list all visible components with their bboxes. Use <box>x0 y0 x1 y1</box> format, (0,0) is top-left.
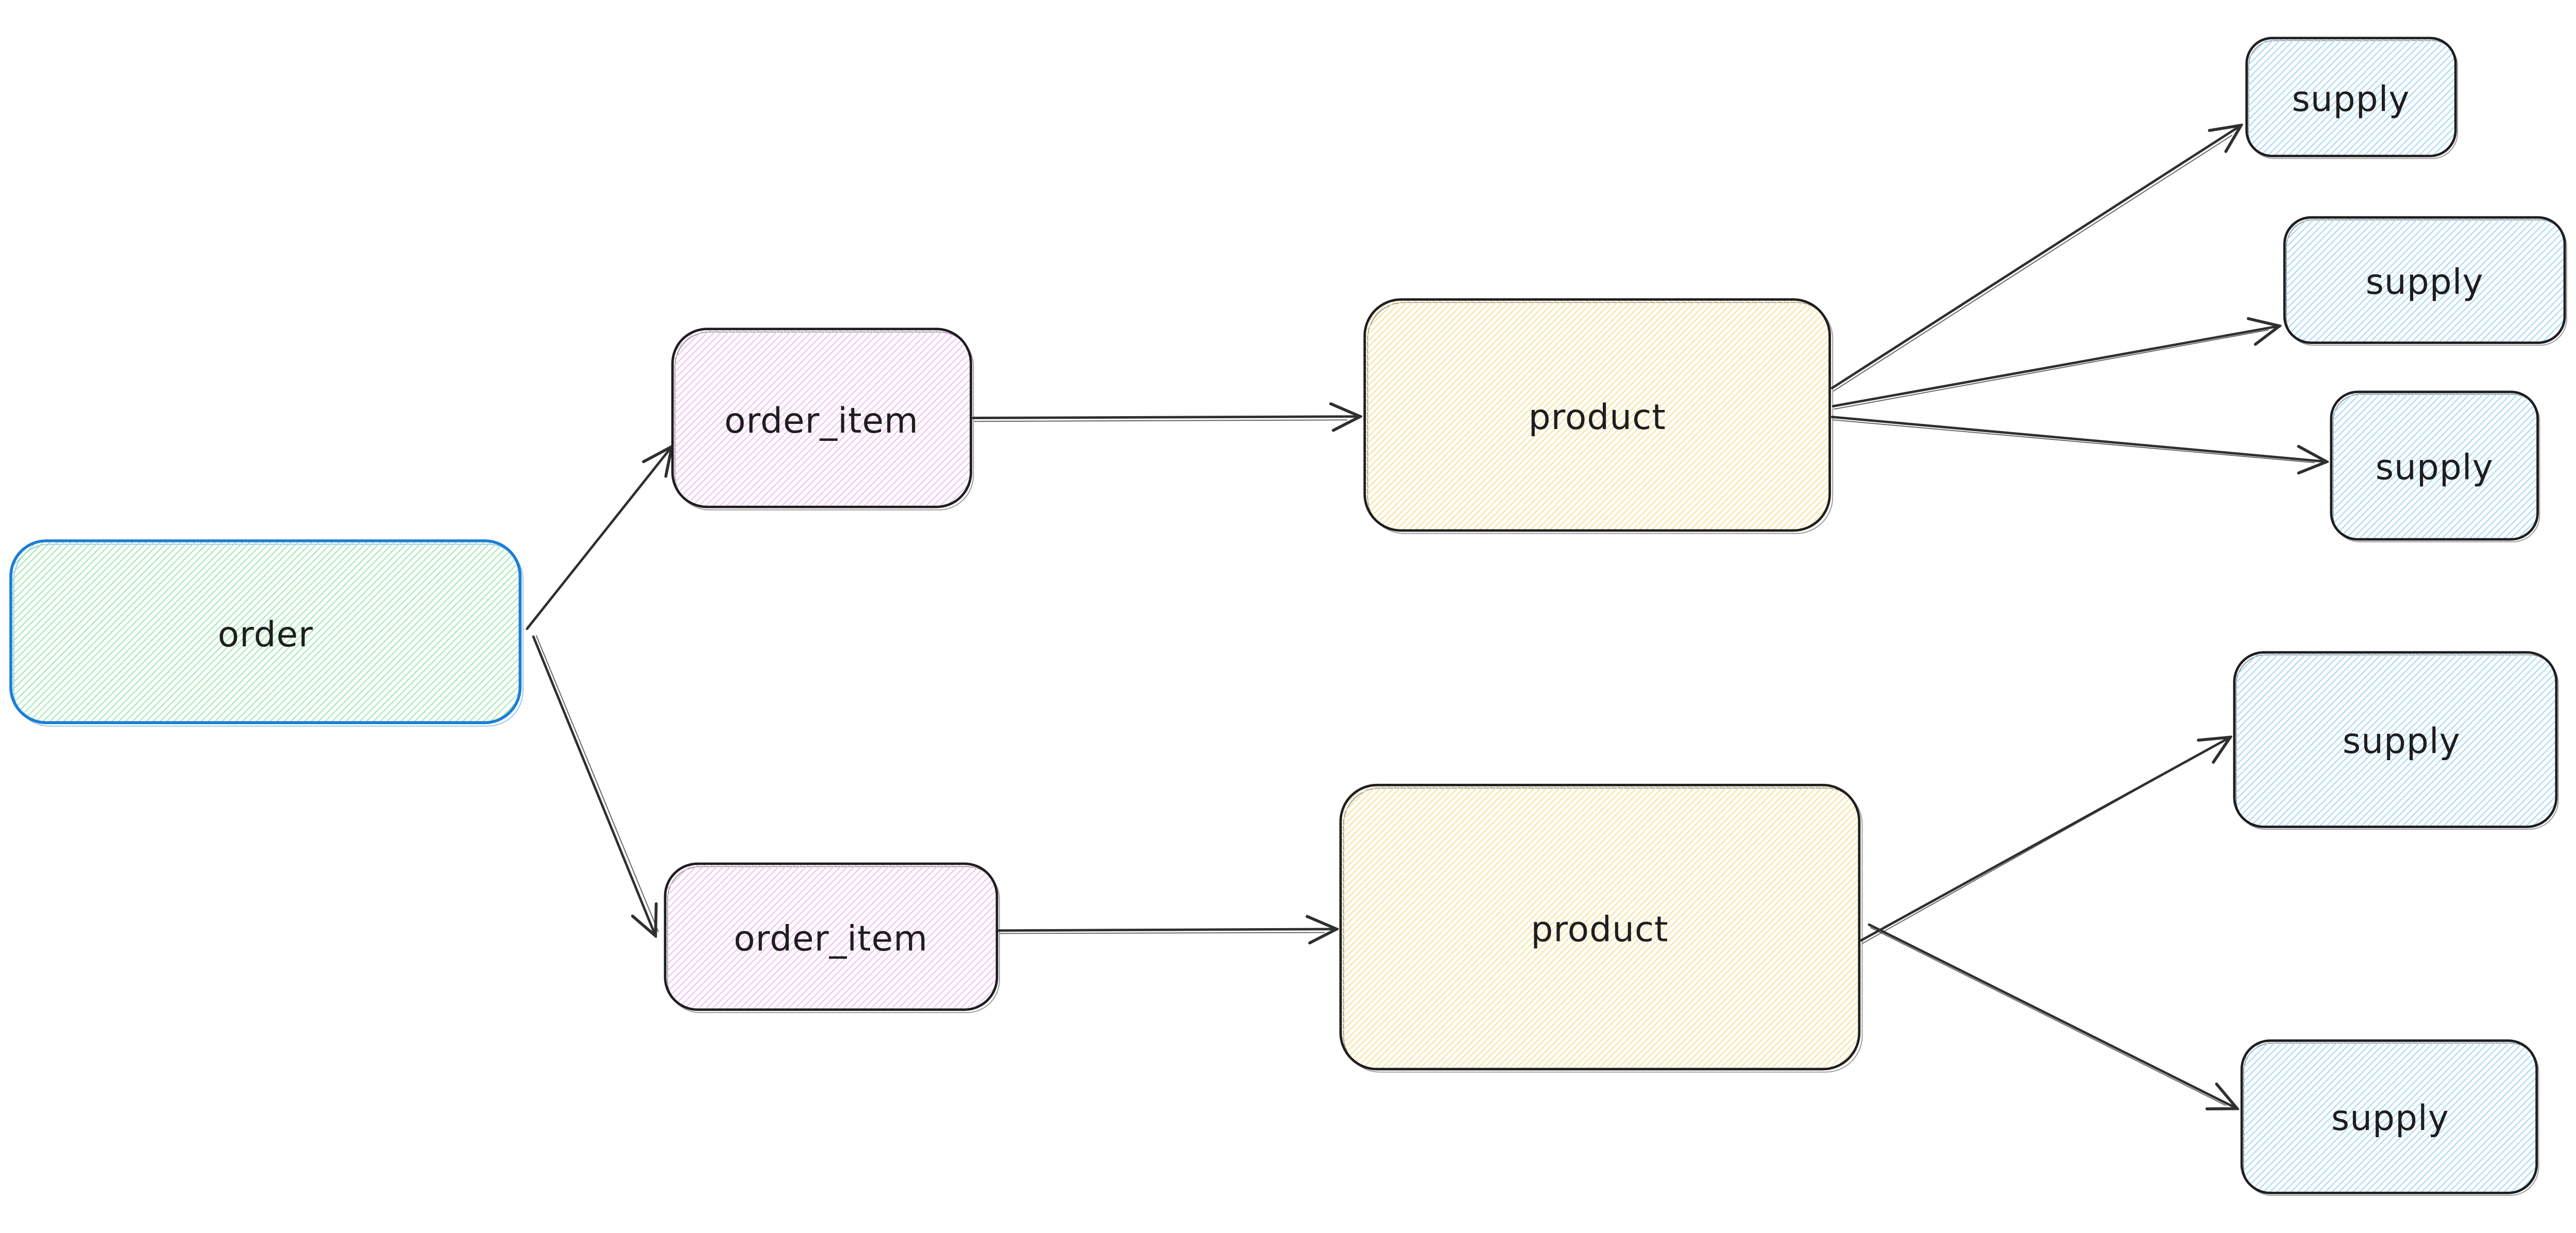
node-supply-2-label: supply <box>2366 262 2484 302</box>
node-order[interactable]: order <box>9 539 524 727</box>
edge-echo-line <box>999 932 1325 934</box>
node-supply-5[interactable]: supply <box>2240 1039 2539 1196</box>
node-supply-5-label: supply <box>2331 1098 2449 1138</box>
node-supply-2-shape <box>2283 216 2566 344</box>
node-product-1-shape <box>1363 298 1831 532</box>
node-product-1[interactable]: product <box>1363 298 1834 534</box>
node-order-item-2-label: order_item <box>734 918 928 958</box>
node-supply-1-shape <box>2245 37 2457 158</box>
node-order-item-1-label: order_item <box>724 400 919 441</box>
edge-product-1-to-supply-2[interactable] <box>1832 326 2279 410</box>
edge-line <box>997 929 1336 931</box>
node-order-item-1-shape <box>671 328 972 508</box>
edge-line <box>526 447 672 630</box>
edge-echo-line <box>1834 329 2269 410</box>
node-order-label: order <box>218 614 313 655</box>
edge-echo-line <box>1833 134 2233 391</box>
edge-line <box>1831 416 2326 462</box>
node-order-shape <box>9 539 522 724</box>
edge-echo-line <box>1870 927 2227 1106</box>
edge-echo-line <box>974 419 1348 422</box>
edge-line <box>532 635 655 935</box>
node-product-2-label: product <box>1531 909 1668 949</box>
edge-order-to-order-item-1[interactable] <box>526 447 672 630</box>
edge-echo-line <box>1833 419 2315 464</box>
node-supply-5-shape <box>2240 1039 2538 1194</box>
edge-echo-line <box>536 635 659 932</box>
node-supply-1[interactable]: supply <box>2245 37 2458 159</box>
node-supply-3-shape <box>2330 390 2539 541</box>
node-order-item-2-shape <box>664 862 998 1011</box>
edge-line <box>1860 738 2230 942</box>
edge-line <box>972 417 1360 418</box>
edge-order-item-1-to-product-1[interactable] <box>972 417 1360 422</box>
node-supply-3-label: supply <box>2376 447 2494 487</box>
edge-line <box>1868 923 2237 1108</box>
node-product-1-label: product <box>1529 397 1666 437</box>
edge-order-to-order-item-2[interactable] <box>532 635 659 935</box>
edge-product-2-to-supply-5[interactable] <box>1868 923 2237 1108</box>
node-product-2[interactable]: product <box>1339 783 1863 1073</box>
edge-product-1-to-supply-1[interactable] <box>1831 126 2241 391</box>
node-order-item-2[interactable]: order_item <box>664 862 1000 1014</box>
node-supply-2[interactable]: supply <box>2283 216 2567 346</box>
node-supply-1-label: supply <box>2292 79 2410 119</box>
node-supply-4-label: supply <box>2343 721 2461 761</box>
edge-line <box>1832 326 2279 407</box>
node-supply-3[interactable]: supply <box>2330 390 2540 542</box>
node-order-item-1[interactable]: order_item <box>671 328 974 510</box>
node-supply-4[interactable]: supply <box>2233 651 2559 830</box>
edge-product-2-to-supply-4[interactable] <box>1860 738 2230 944</box>
edge-line <box>1831 126 2241 389</box>
node-product-2-shape <box>1339 783 1861 1071</box>
node-supply-4-shape <box>2233 651 2558 828</box>
edge-product-1-to-supply-3[interactable] <box>1831 416 2326 464</box>
edge-order-item-2-to-product-2[interactable] <box>997 929 1336 934</box>
